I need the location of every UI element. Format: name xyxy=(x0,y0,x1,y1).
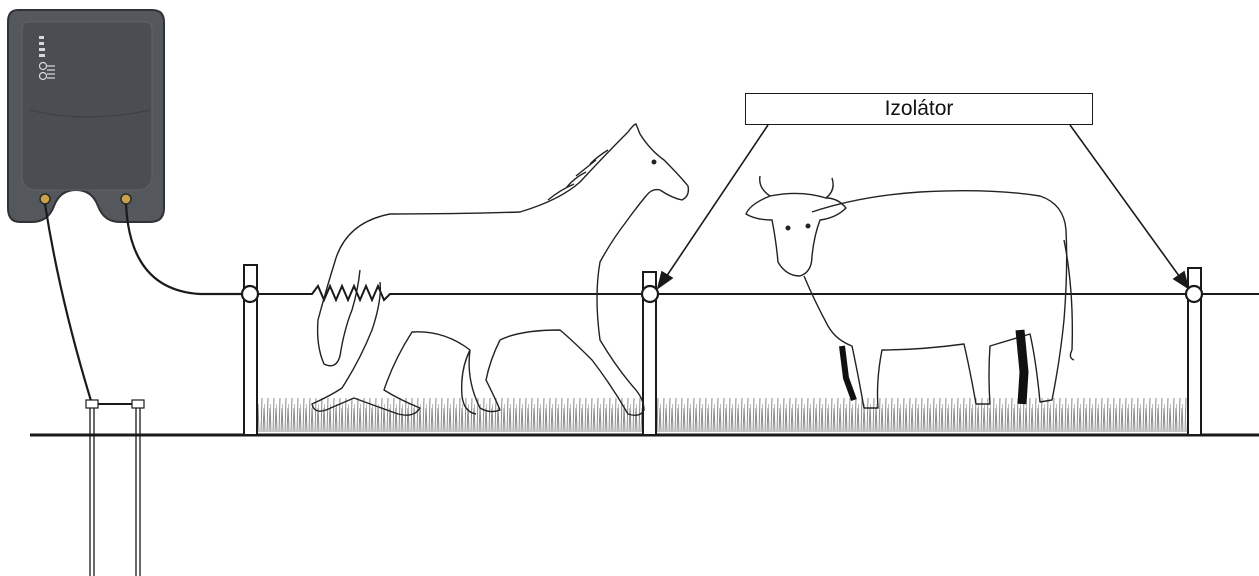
insulator-callout-label: Izolátor xyxy=(745,93,1093,125)
fence-symbol-icon xyxy=(38,61,55,81)
fence-post xyxy=(1187,267,1202,436)
insulator xyxy=(1184,284,1204,304)
callout-arrows xyxy=(656,124,1190,290)
fence-post xyxy=(243,264,258,436)
terminal-ground xyxy=(39,193,51,205)
status-led-icon xyxy=(39,36,45,57)
lead-cable xyxy=(124,203,244,296)
insulators xyxy=(240,284,1204,304)
grass xyxy=(258,396,1188,434)
fence-posts xyxy=(243,264,1202,436)
fence-post xyxy=(642,271,657,436)
terminal-fence xyxy=(120,193,132,205)
ground-rods xyxy=(43,203,145,576)
cow xyxy=(745,175,1075,409)
horse xyxy=(311,123,690,417)
fence-wire xyxy=(256,283,1259,303)
insulator xyxy=(640,284,660,304)
energizer-unit xyxy=(7,9,165,223)
insulator xyxy=(240,284,260,304)
